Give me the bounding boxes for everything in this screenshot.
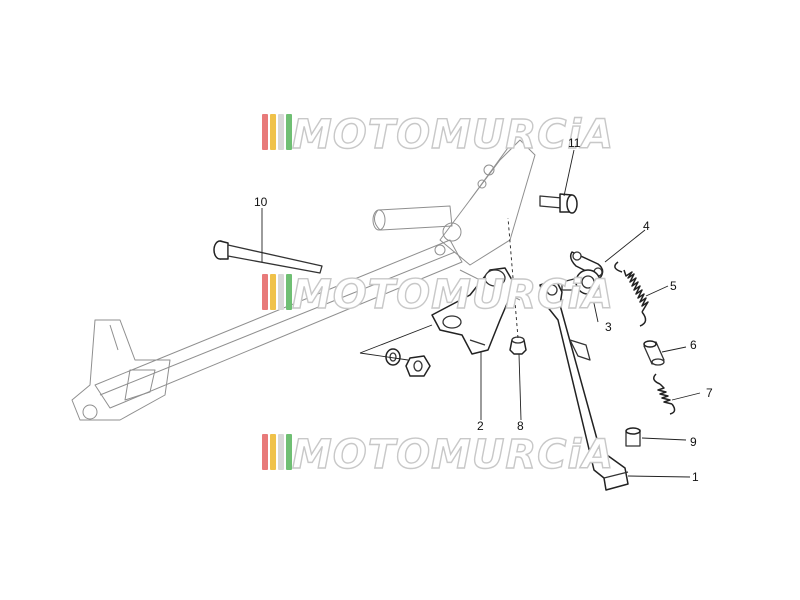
watermark-stripe xyxy=(270,114,276,150)
watermark-stripe xyxy=(270,274,276,310)
watermark-stripe xyxy=(278,434,284,470)
watermark-stripe xyxy=(270,434,276,470)
watermark-stripe xyxy=(286,434,292,470)
part-10-long-bolt xyxy=(213,240,323,274)
watermark-middle: MOTOMURCiA xyxy=(262,271,614,319)
part-11-bolt xyxy=(539,193,578,214)
part-7-spring xyxy=(653,373,676,415)
watermark-stripe xyxy=(278,114,284,150)
part-8-screw xyxy=(509,336,527,355)
part-5-spring xyxy=(614,261,649,327)
callout-10: 10 xyxy=(254,195,268,209)
callout-4: 4 xyxy=(643,219,650,233)
callout-1: 1 xyxy=(692,470,699,484)
part-9-bushing xyxy=(625,427,641,447)
watermark-text: MOTOMURCiA xyxy=(292,112,614,158)
part-6-pin xyxy=(643,340,665,366)
part-1-side-stand xyxy=(539,279,629,491)
callout-9: 9 xyxy=(690,435,697,449)
callout-labels: 10 11 4 5 3 6 7 9 1 2 8 xyxy=(254,136,713,484)
watermark-stripe xyxy=(262,434,268,470)
part-2-bracket xyxy=(431,267,516,355)
watermark-text: MOTOMURCiA xyxy=(292,272,614,318)
callout-11: 11 xyxy=(568,136,581,150)
watermark-stripe xyxy=(262,274,268,310)
callout-3: 3 xyxy=(605,320,612,334)
watermark-stripe xyxy=(286,114,292,150)
callout-6: 6 xyxy=(690,338,697,352)
callout-7: 7 xyxy=(706,386,713,400)
callout-5: 5 xyxy=(670,279,677,293)
leader-lines xyxy=(261,149,701,478)
callout-8: 8 xyxy=(517,419,524,433)
watermark-stripe xyxy=(278,274,284,310)
part-3-bushing xyxy=(561,269,601,295)
watermark-top: MOTOMURCiA xyxy=(262,111,614,159)
watermark-stripe xyxy=(262,114,268,150)
watermark-stripe xyxy=(286,274,292,310)
callout-2: 2 xyxy=(477,419,484,433)
bracket-washer-nut xyxy=(385,348,431,377)
watermark-bottom: MOTOMURCiA xyxy=(262,431,614,479)
watermark-text: MOTOMURCiA xyxy=(292,432,614,478)
